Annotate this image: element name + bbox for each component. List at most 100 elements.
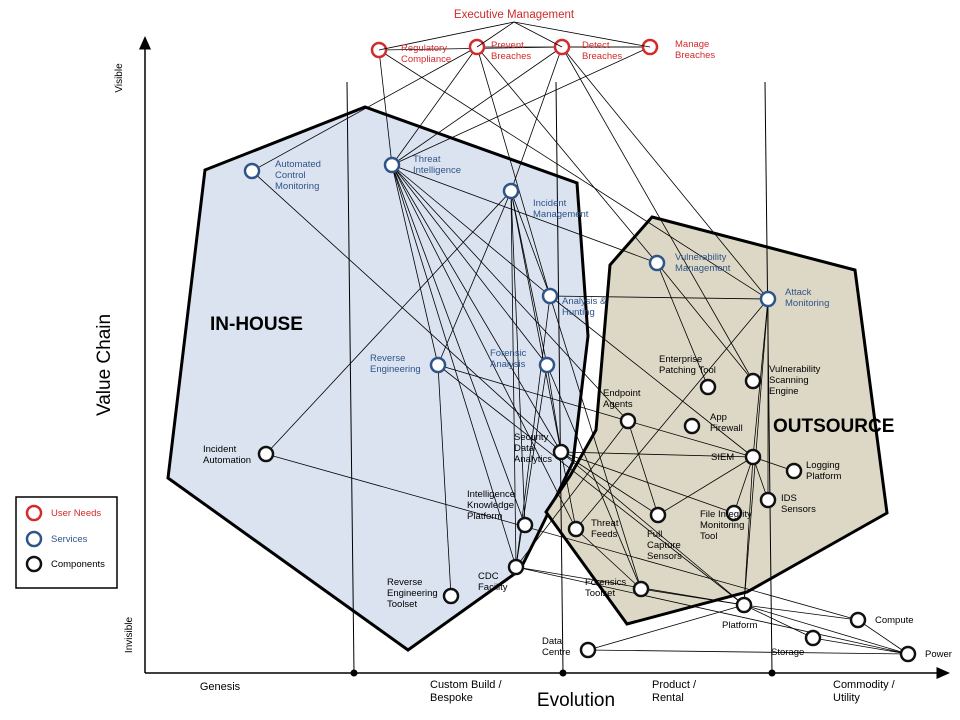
link-sda-tf [560, 451, 577, 530]
link-cdc-plat [515, 566, 745, 606]
link-re-plat [437, 364, 745, 606]
node-ft [632, 580, 650, 598]
link-im-ikp [510, 190, 526, 526]
link-im-sda [510, 190, 562, 453]
node-label-lp: Logging Platform [806, 460, 842, 482]
stage-marker [559, 669, 567, 677]
node-vse [744, 372, 762, 390]
node-im [502, 182, 520, 200]
link-sda-siem [560, 451, 754, 458]
link-dc-pow [587, 649, 909, 655]
stage-commodity-utility: Commodity / Utility [833, 679, 895, 704]
link-cdc-pow [515, 566, 909, 655]
node-vm [648, 254, 666, 272]
node-fcs [649, 506, 667, 524]
node-sda [552, 443, 570, 461]
node-label-plat: Platform [722, 620, 758, 631]
node-label-fcs: Full Capture Sensors [647, 529, 682, 562]
link-detect-am [561, 46, 769, 300]
inhouse-label: IN-HOUSE [210, 314, 303, 335]
node-label-cdc: CDC Facility [478, 571, 508, 593]
node-af [683, 417, 701, 435]
node-ti [383, 156, 401, 174]
stage-marker [768, 669, 776, 677]
link-plat-dc [587, 604, 745, 651]
link-sda-fcs [560, 451, 659, 516]
node-ret [442, 587, 460, 605]
node-stor [804, 629, 822, 647]
link-vm-vse [656, 262, 754, 382]
node-label-sda: Security Data Analytics [514, 432, 553, 465]
link-vm-ept [656, 262, 709, 388]
node-lp [785, 462, 803, 480]
map-nodes [243, 38, 917, 663]
divider-product-commodity [764, 81, 773, 674]
node-label-fim: File Integrity Monitoring Tool [700, 509, 752, 542]
node-re [429, 356, 447, 374]
node-label-siem: SIEM [711, 452, 735, 463]
link-ah-siem [549, 295, 754, 458]
link-im-cdc [510, 190, 517, 568]
node-pow [899, 645, 917, 663]
link-ti-ea [391, 164, 629, 422]
node-fim [725, 504, 743, 522]
link-comp-pow [857, 619, 909, 655]
link-plat-stor [743, 604, 814, 639]
link-ea-fcs [627, 420, 659, 516]
link-detect-ti [391, 46, 563, 166]
node-label-acm: Automated Control Monitoring [275, 159, 321, 192]
link-im-fa [510, 190, 548, 366]
node-label-ah: Analysis & Hunting [562, 296, 607, 318]
node-label-ft: Forensics Toolset [585, 577, 627, 599]
link-ti-cdc [391, 164, 517, 568]
node-label-tf: Threat Feeds [591, 518, 619, 540]
node-dc [579, 641, 597, 659]
node-label-regulatory: Regulatory Compliance [401, 43, 452, 65]
link-plat-comp [743, 604, 859, 621]
link-detect-vse [561, 46, 754, 382]
exec-link [378, 21, 515, 51]
link-prevent-ti [391, 46, 478, 166]
node-ids [759, 491, 777, 509]
link-regulatory-ti [378, 49, 393, 166]
link-siem-fim [733, 456, 754, 514]
stage-custom-build: Custom Build / Bespoke [430, 679, 502, 704]
node-label-dc: Data Centre [542, 636, 571, 658]
node-label-af: App Firewall [710, 412, 743, 434]
link-am-tf [575, 298, 769, 530]
link-ti-re [391, 164, 439, 366]
link-fa-cdc [515, 364, 548, 568]
link-stor-pow [812, 637, 909, 655]
node-comp [849, 611, 867, 629]
node-label-ept: Enterprise Patching Tool [659, 354, 716, 376]
link-ti-tf [391, 164, 577, 530]
link-ft-plat [640, 588, 745, 606]
link-ti-fa [391, 164, 548, 366]
node-label-fa: Forensic Analysis [490, 348, 527, 370]
link-sda-fim [560, 451, 735, 514]
node-fa [538, 356, 556, 374]
node-ah [541, 287, 559, 305]
node-label-detect: Detect Breaches [582, 40, 623, 62]
link-ea-cdc [515, 420, 629, 568]
node-label-stor: Storage [771, 647, 805, 658]
link-acm-sda [251, 170, 562, 453]
node-label-re: Reverse Engineering [370, 353, 421, 375]
divider-genesis-custom [346, 81, 355, 674]
stage-genesis: Genesis [200, 681, 241, 693]
stage-product-rental: Product / Rental [652, 679, 697, 704]
y-axis-invisible: Invisible [124, 617, 135, 654]
link-im-re [437, 190, 512, 366]
legend-services-label: Services [51, 534, 88, 545]
link-im-ah [510, 190, 551, 297]
link-im-ia [265, 190, 512, 455]
node-acm [243, 162, 261, 180]
link-prevent-ah [476, 46, 551, 297]
node-label-comp: Compute [875, 615, 914, 626]
y-axis-title: Value Chain [94, 314, 115, 416]
link-prevent-acm [251, 46, 478, 172]
exec-link [513, 21, 563, 48]
link-ti-ah [391, 164, 551, 297]
x-axis-title: Evolution [537, 690, 615, 711]
outsource-label: OUTSOURCE [773, 416, 894, 437]
